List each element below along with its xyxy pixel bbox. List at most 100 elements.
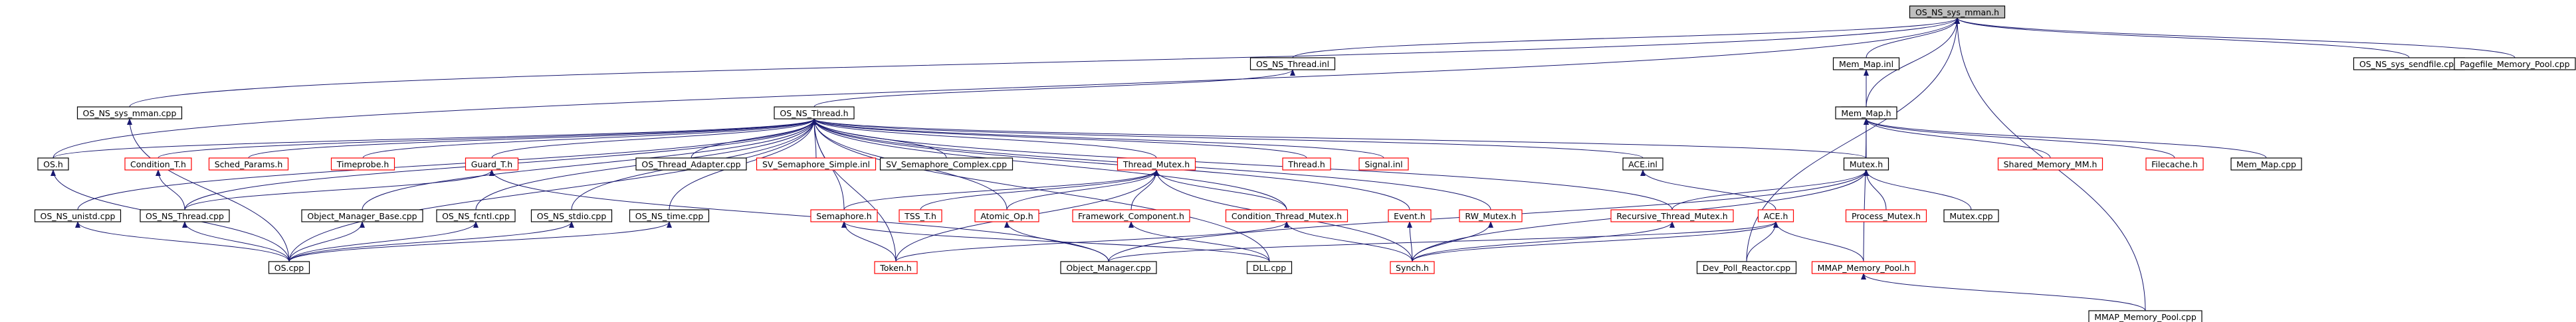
edge-mutex-cpp-to-mutex-h (1864, 169, 1972, 210)
node-ace-h: ACE.h (1757, 209, 1794, 222)
node-label: OS_Thread_Adapter.cpp (641, 159, 740, 169)
edge-os-cpp-to-obj-mgr-base (288, 221, 365, 262)
node-token: Token.h (874, 261, 918, 274)
node-mutex-h[interactable]: Mutex.h (1843, 157, 1889, 171)
node-label: Mem_Map.h (1841, 108, 1891, 118)
node-label: MMAP_Memory_Pool.h (1818, 263, 1910, 273)
node-label: RW_Mutex.h (1465, 211, 1516, 221)
node-sendfile[interactable]: OS_NS_sys_sendfile.cpp (2353, 57, 2466, 70)
node-thread-inl[interactable]: OS_NS_Thread.inl (1249, 57, 1336, 70)
node-label: SV_Semaphore_Complex.cpp (886, 159, 1007, 169)
node-label: Dev_Poll_Reactor.cpp (1703, 263, 1791, 273)
node-box (774, 106, 855, 120)
node-fcntl[interactable]: OS_NS_fcntl.cpp (436, 209, 516, 222)
node-label: Filecache.h (2151, 159, 2198, 169)
node-label: Timeprobe.h (336, 159, 389, 169)
node-semaphore: Semaphore.h (810, 209, 878, 222)
node-sched: Sched_Params.h (208, 157, 289, 171)
node-box (1997, 157, 2103, 171)
node-mman-cpp[interactable]: OS_NS_sys_mman.cpp (76, 106, 183, 120)
edge-mman-cpp-to-root (129, 17, 1960, 108)
node-os-cpp[interactable]: OS.cpp (268, 261, 310, 274)
node-label: Mutex.cpp (1949, 211, 1992, 221)
edge-token-to-cond-thr-mutex (895, 221, 1289, 262)
node-mem-map-inl[interactable]: Mem_Map.inl (1832, 57, 1900, 70)
edge-ace-inl-to-thread-h (811, 118, 1644, 159)
node-label: Shared_Memory_MM.h (2004, 159, 2097, 169)
node-box (2230, 157, 2302, 171)
node-box (34, 209, 122, 222)
node-obj-mgr-base[interactable]: Object_Manager_Base.cpp (301, 209, 423, 222)
node-filecache: Filecache.h (2145, 157, 2204, 171)
node-box (1072, 209, 1190, 222)
node-label: OS_NS_Thread.h (780, 108, 848, 118)
node-synch: Synch.h (1390, 261, 1435, 274)
edge-shared-mm-to-mem-map-h (1864, 118, 2051, 159)
node-dev-poll[interactable]: Dev_Poll_Reactor.cpp (1696, 261, 1797, 274)
edge-thread-h-to-thread-inl (813, 69, 1295, 108)
node-label: Signal.inl (1364, 159, 1402, 169)
node-label: MMAP_Memory_Pool.cpp (2094, 312, 2197, 322)
node-box (756, 157, 877, 171)
edge-os-cpp-to-unistd (75, 221, 290, 262)
node-box (37, 157, 69, 171)
edge-cond-thr-mutex-to-thread-h (811, 118, 1287, 210)
node-label: OS_NS_time.cpp (635, 211, 704, 221)
node-box (879, 157, 1014, 171)
node-unistd[interactable]: OS_NS_unistd.cpp (34, 209, 122, 222)
node-ace-inl[interactable]: ACE.inl (1622, 157, 1664, 171)
node-thread-h[interactable]: OS_NS_Thread.h (774, 106, 855, 120)
edge-thread-h2-to-thread-h (811, 118, 1307, 159)
edge-tss-to-thread-mutex (920, 169, 1159, 210)
edge-event-to-thread-h (811, 118, 1410, 210)
edge-mutex-h-to-thread-h (811, 118, 1867, 159)
edge-sched-to-thread-h (248, 118, 817, 159)
node-label: Thread_Mutex.h (1123, 159, 1190, 169)
node-label: Recursive_Thread_Mutex.h (1616, 211, 1727, 221)
node-pagefile[interactable]: Pagefile_Memory_Pool.cpp (2454, 57, 2576, 70)
node-label: OS_NS_sys_mman.h (1915, 7, 1999, 17)
node-box (1835, 106, 1897, 120)
node-guard-t: Guard_T.h (465, 157, 519, 171)
node-label: SV_Semaphore_Simple.inl (762, 159, 870, 169)
node-thr-adapter[interactable]: OS_Thread_Adapter.cpp (635, 157, 747, 171)
edge-synch-to-event (1407, 221, 1413, 262)
node-label: Process_Mutex.h (1852, 211, 1921, 221)
node-obj-mgr[interactable]: Object_Manager.cpp (1060, 261, 1157, 274)
node-mutex-cpp[interactable]: Mutex.cpp (1943, 209, 1999, 222)
node-dll[interactable]: DLL.cpp (1246, 261, 1293, 274)
node-label: Synch.h (1396, 263, 1429, 273)
edge-rec-thr-mutex-to-mutex-h (1671, 169, 1869, 210)
node-time-cpp[interactable]: OS_NS_time.cpp (629, 209, 710, 222)
edge-obj-mgr-base-to-thread-h (362, 118, 817, 210)
node-box (436, 209, 516, 222)
node-label: Object_Manager_Base.cpp (307, 211, 417, 221)
node-stdio[interactable]: OS_NS_stdio.cpp (530, 209, 613, 222)
node-box (1282, 157, 1331, 171)
node-mmap-pool-cpp[interactable]: MMAP_Memory_Pool.cpp (2088, 310, 2202, 322)
node-rw-mutex: RW_Mutex.h (1459, 209, 1523, 222)
node-label: OS_NS_Thread.inl (1256, 59, 1329, 69)
node-box (208, 157, 289, 171)
node-mem-map-h[interactable]: Mem_Map.h (1835, 106, 1897, 120)
node-label: Semaphore.h (816, 211, 871, 221)
edge-process-mutex-to-mutex-h (1864, 169, 1887, 210)
node-timeprobe: Timeprobe.h (330, 157, 395, 171)
edge-synch-to-rec-thr-mutex (1412, 221, 1675, 262)
node-sv-sem-complex[interactable]: SV_Semaphore_Complex.cpp (879, 157, 1014, 171)
node-box (1246, 261, 1293, 274)
node-layer: OS_NS_sys_mman.hOS_NS_Thread.inlOS_NS_sy… (34, 5, 2576, 322)
node-box (1811, 261, 1916, 274)
node-box (1390, 261, 1435, 274)
edge-os-h-to-root (53, 17, 1960, 159)
edge-thread-cpp-to-guard-t (184, 169, 494, 210)
node-os-h[interactable]: OS.h (37, 157, 69, 171)
node-label: OS_NS_sys_mman.cpp (83, 108, 177, 118)
node-box (635, 157, 747, 171)
node-box (1696, 261, 1797, 274)
node-thread-cpp[interactable]: OS_NS_Thread.cpp (140, 209, 230, 222)
edge-thread-mutex-to-thread-h (811, 118, 1157, 159)
node-label: OS.h (43, 159, 63, 169)
node-mem-map-cpp[interactable]: Mem_Map.cpp (2230, 157, 2302, 171)
edge-mmap-pool-h-to-ace-h (1773, 221, 1864, 262)
